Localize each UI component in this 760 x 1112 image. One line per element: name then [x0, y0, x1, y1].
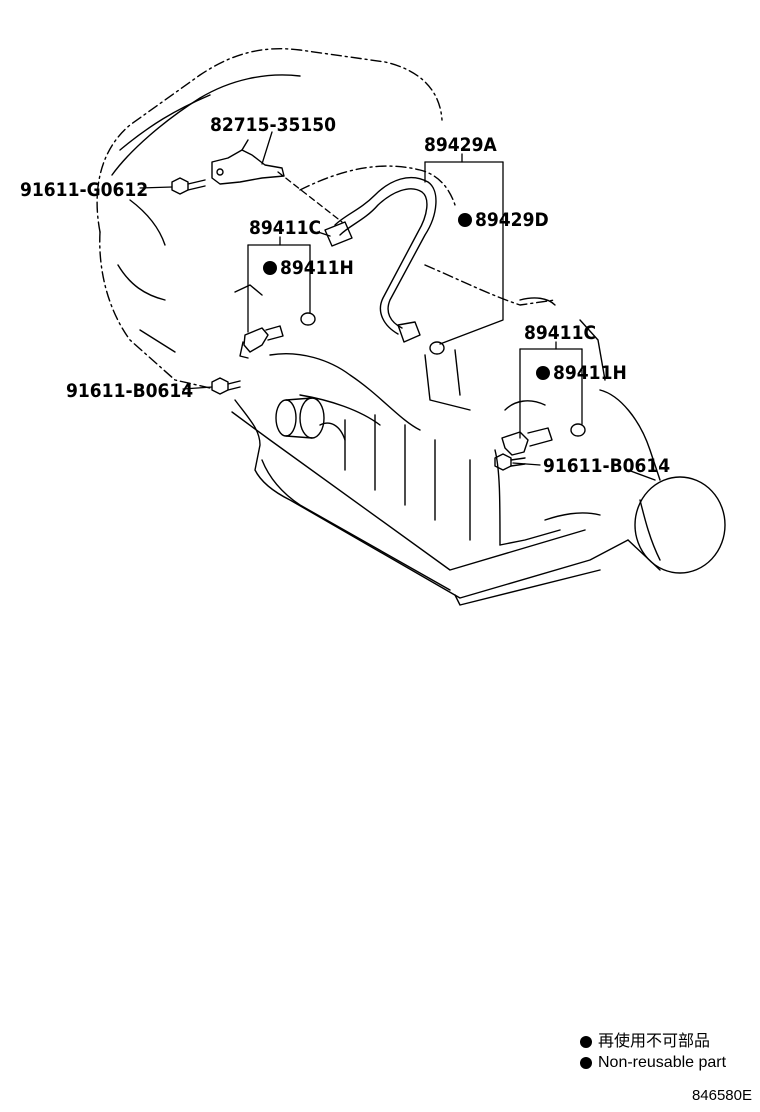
harness-part[interactable]	[317, 177, 445, 355]
non-reusable-dot-icon	[580, 1056, 592, 1069]
label-bracket: 82715-35150	[210, 114, 336, 136]
legend-text-ja: 再使用不可部品	[598, 1033, 711, 1050]
bolt-left-part[interactable]	[211, 377, 241, 395]
bolt-top-part[interactable]	[171, 177, 206, 195]
non-reusable-dot-icon	[580, 1035, 592, 1048]
label-sensor-left: 89411C	[249, 217, 321, 239]
bolt-right-part[interactable]	[494, 453, 526, 471]
transmission-housing	[96, 48, 726, 606]
figure-code: 846580E	[691, 1087, 752, 1104]
label-oring-right: 89411H	[553, 362, 627, 384]
non-reusable-mark-right	[536, 366, 550, 380]
legend: 再使用不可部品 Non-reusable part	[580, 1031, 726, 1073]
legend-row-en: Non-reusable part	[580, 1052, 726, 1073]
label-bolt-top: 91611-G0612	[20, 179, 148, 201]
bracket-part[interactable]	[211, 139, 285, 185]
label-oring-harness: 89429D	[475, 209, 549, 231]
legend-row-ja: 再使用不可部品	[580, 1031, 726, 1052]
leader-lines	[139, 131, 583, 466]
label-oring-left: 89411H	[280, 257, 354, 279]
label-bolt-left: 91611-B0614	[66, 380, 193, 402]
sensor-left-part[interactable]	[239, 312, 316, 359]
legend-text-en: Non-reusable part	[598, 1054, 727, 1071]
non-reusable-mark-left	[263, 261, 277, 275]
non-reusable-mark-harness	[458, 213, 472, 227]
label-sensor-right: 89411C	[524, 322, 596, 344]
sensor-right-part[interactable]	[501, 423, 586, 456]
label-harness: 89429A	[424, 134, 497, 156]
label-bolt-right: 91611-B0614	[543, 455, 670, 477]
